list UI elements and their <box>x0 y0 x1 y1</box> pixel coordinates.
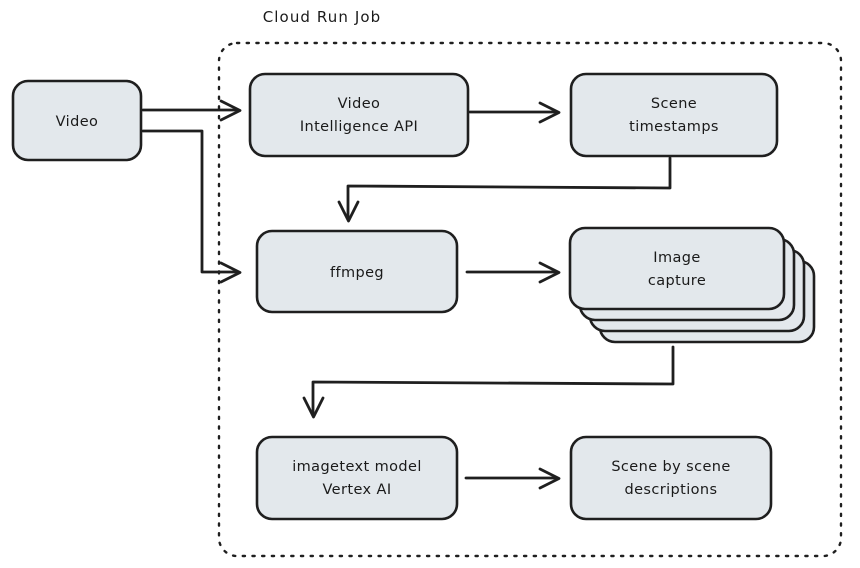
node-image-capture[interactable]: Image capture <box>568 226 816 344</box>
node-imagetext-model-vertex-ai-shape[interactable] <box>255 435 459 521</box>
edge-video-intelligence-api-to-scene-timestamps <box>468 101 561 124</box>
node-video-shape[interactable] <box>11 79 143 162</box>
node-scene-timestamps[interactable]: Scene timestamps <box>569 72 779 158</box>
node-scene-by-scene-descriptions-shape[interactable] <box>569 435 773 521</box>
node-video-intelligence-api[interactable]: Video Intelligence API <box>248 72 470 158</box>
group-title-cloud-run-job: Cloud Run Job <box>263 8 382 26</box>
node-scene-descriptions-line-2: descriptions <box>625 482 718 498</box>
node-ffmpeg-line-1: ffmpeg <box>330 265 384 281</box>
node-video-line-1: Video <box>56 114 99 130</box>
node-ffmpeg[interactable]: ffmpeg <box>255 229 459 314</box>
node-scene-timestamps-line-2: timestamps <box>629 119 719 135</box>
cloud-run-job-group-border <box>217 41 843 558</box>
node-image-capture-line-1: Image <box>653 250 700 266</box>
edge-scene-timestamps-to-ffmpeg <box>337 156 672 223</box>
node-scene-descriptions-line-1: Scene by scene <box>611 459 730 475</box>
node-video-intelligence-api-line-2: Intelligence API <box>300 119 418 135</box>
edge-image-capture-to-imagetext-model <box>302 345 675 419</box>
node-image-capture-line-2: capture <box>648 273 706 289</box>
node-scene-by-scene-descriptions[interactable]: Scene by scene descriptions <box>569 435 773 521</box>
node-image-capture-shape[interactable] <box>568 226 786 311</box>
node-video-intelligence-api-line-1: Video <box>338 96 381 112</box>
node-video[interactable]: Video <box>11 79 143 162</box>
node-ffmpeg-shape[interactable] <box>255 229 459 314</box>
node-imagetext-model-line-1: imagetext model <box>292 459 422 475</box>
node-video-intelligence-api-shape[interactable] <box>248 72 470 158</box>
node-imagetext-model-vertex-ai[interactable]: imagetext model Vertex AI <box>255 435 459 521</box>
node-imagetext-model-line-2: Vertex AI <box>322 482 391 498</box>
edge-ffmpeg-to-image-capture <box>465 261 561 284</box>
edge-video-to-ffmpeg <box>141 129 242 284</box>
edge-video-to-video-intelligence-api <box>141 99 242 122</box>
edge-imagetext-model-to-scene-descriptions <box>464 467 561 490</box>
node-scene-timestamps-line-1: Scene <box>651 96 697 112</box>
node-scene-timestamps-shape[interactable] <box>569 72 779 158</box>
